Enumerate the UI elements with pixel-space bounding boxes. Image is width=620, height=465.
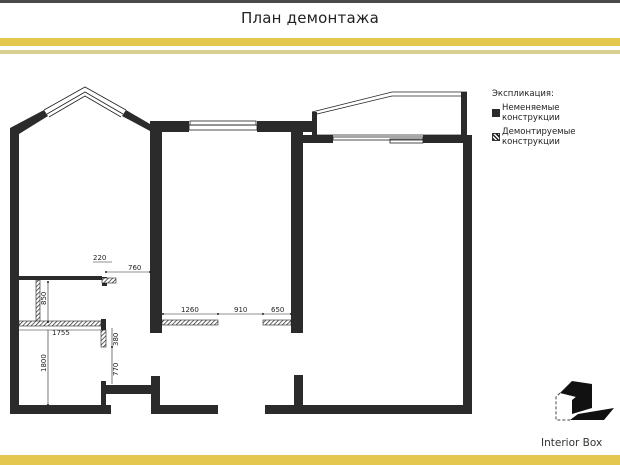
legend-item-permanent: Неменяемые конструкции [492, 103, 576, 123]
legend-label: конструкции [502, 113, 560, 123]
dim-220: 220 [93, 254, 106, 262]
dimension-ticks [47, 271, 292, 406]
page-title: План демонтажа [241, 9, 379, 27]
brand-name: Interior Box [541, 437, 603, 449]
accent-band-bottom [0, 455, 620, 465]
demolished-walls [18, 277, 292, 348]
legend-label: Демонтируемые [502, 127, 576, 137]
legend: Экспликация: Неменяемые конструкции Демо… [492, 89, 576, 147]
dim-380: 380 [112, 333, 120, 346]
house-box-logo-icon [555, 381, 614, 421]
dim-770: 770 [112, 363, 120, 376]
dim-1800: 1800 [40, 354, 48, 372]
dim-850: 850 [40, 292, 48, 305]
legend-title: Экспликация: [492, 89, 554, 99]
permanent-walls [10, 92, 472, 414]
dim-1260: 1260 [181, 306, 199, 314]
accent-band-top-thin [0, 50, 620, 54]
hatched-swatch-icon [492, 133, 500, 141]
dim-1755: 1755 [52, 329, 70, 337]
dim-910: 910 [234, 306, 247, 314]
windows [43, 86, 467, 144]
dimension-lines [19, 261, 291, 406]
dim-760: 760 [128, 264, 141, 272]
dim-650: 650 [271, 306, 284, 314]
top-border [0, 0, 620, 3]
legend-label: Неменяемые [502, 103, 560, 113]
solid-swatch-icon [492, 109, 500, 117]
accent-band-top [0, 38, 620, 46]
legend-label: конструкции [502, 137, 560, 147]
legend-item-demolished: Демонтируемые конструкции [492, 127, 576, 147]
